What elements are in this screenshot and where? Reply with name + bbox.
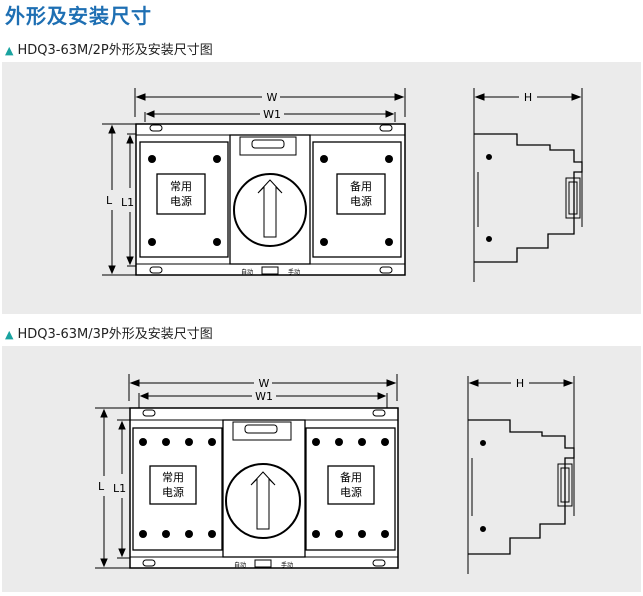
dim-w1-label: W1 (263, 108, 281, 121)
figure-caption-text: HDQ3-63M/3P外形及安装尺寸图 (17, 327, 213, 342)
triangle-icon: ▲ (5, 44, 14, 57)
dim-l1-label: L1 (113, 482, 126, 495)
backup-power-label-2: 电源 (340, 485, 362, 499)
figure-caption-3p: ▲HDQ3-63M/3P外形及安装尺寸图 (5, 323, 213, 342)
manual-label: 手动 (281, 561, 293, 569)
normal-power-label-2: 电源 (170, 194, 192, 208)
normal-power-label: 常用 (162, 471, 184, 484)
page-title: 外形及安装尺寸 (5, 4, 152, 28)
diagram-panel-3p: W W1 L L1 H 常用 电源 备用 电源 自动 手动 (2, 346, 641, 592)
dim-w-label: W (259, 377, 270, 390)
normal-power-label: 常用 (170, 180, 192, 193)
dim-l1-label: L1 (121, 196, 134, 209)
figure-caption-text: HDQ3-63M/2P外形及安装尺寸图 (17, 43, 213, 58)
dim-h-label: H (524, 91, 532, 104)
backup-power-label: 备用 (340, 470, 362, 484)
auto-label: 自动 (234, 561, 246, 569)
dimension-drawing-3p: W W1 L L1 H 常用 电源 备用 电源 自动 手动 (95, 374, 575, 574)
diagram-panel-2p: W W1 L L1 H 常用 电源 备用 电源 自动 手动 (2, 62, 641, 314)
manual-label: 手动 (288, 268, 300, 276)
triangle-icon: ▲ (5, 328, 14, 341)
figure-caption-2p: ▲HDQ3-63M/2P外形及安装尺寸图 (5, 39, 213, 58)
dim-l-label: L (106, 194, 113, 207)
dim-w-label: W (267, 91, 278, 104)
auto-label: 自动 (241, 268, 253, 276)
backup-power-label-2: 电源 (350, 194, 372, 208)
dimension-drawing-2p: W W1 L L1 H 常用 电源 备用 电源 自动 手动 (102, 88, 583, 282)
dim-w1-label: W1 (255, 390, 273, 403)
dim-h-label: H (516, 377, 524, 390)
dim-l-label: L (98, 480, 105, 493)
backup-power-label: 备用 (350, 179, 372, 193)
normal-power-label-2: 电源 (162, 485, 184, 499)
